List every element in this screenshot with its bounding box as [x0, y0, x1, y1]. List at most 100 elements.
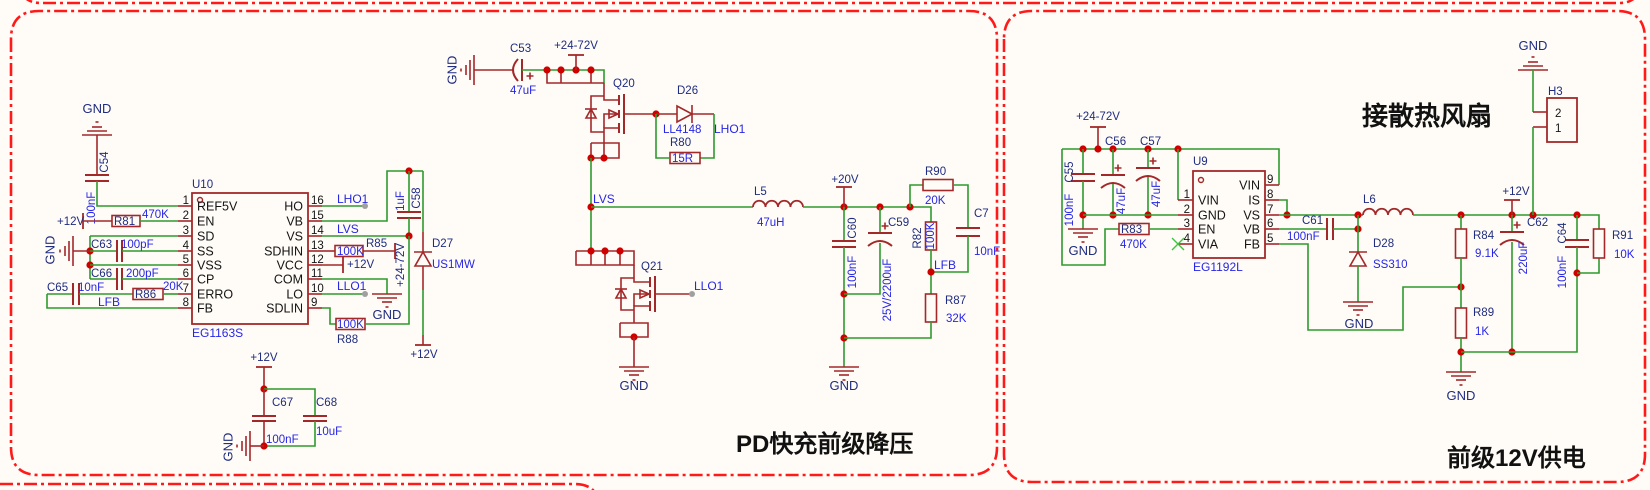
parts-r87-value-label: 32K: [946, 313, 967, 325]
net-label-lho1: LHO1: [337, 192, 369, 206]
net-label-lfb: LFB: [98, 295, 120, 309]
parts-d27-ref-label: D27: [432, 238, 453, 250]
gnd-label: GND: [1069, 243, 1098, 258]
resistor-r91: [1592, 228, 1606, 259]
mosfet-lead: [633, 265, 650, 283]
wire: [322, 307, 336, 325]
u10-pin-name: VCC: [277, 259, 303, 273]
u9-part-number: EG1192L: [1193, 260, 1243, 274]
u9-pin-number: 8: [1267, 189, 1273, 201]
parts-d28-ref-label: D28: [1373, 238, 1394, 250]
parts-c56-ref-label: C56: [1105, 136, 1126, 148]
parts-d28-value-label: SS310: [1373, 259, 1408, 271]
parts-c57-value-label: 47uF: [1151, 181, 1163, 207]
u10-pin-name: EN: [197, 215, 214, 229]
parts-c61-ref-label: C61: [1302, 215, 1323, 227]
parts-c58-value-label: 1uF: [395, 191, 407, 211]
u10-pin-name: SDHIN: [264, 245, 303, 259]
u9-pin-number: 3: [1184, 218, 1190, 230]
u10-pin-number: 14: [311, 225, 324, 237]
wire: [322, 278, 388, 294]
inductor-l5: [752, 199, 804, 208]
u10-pin-name: LO: [286, 288, 303, 302]
pin1-marker-icon: [196, 196, 204, 204]
u10-pin-number: 11: [311, 268, 323, 280]
resistor-r90: [922, 178, 954, 192]
v12-label: +12V: [1502, 186, 1530, 198]
net-label-lvs: LVS: [593, 192, 615, 206]
diode-d27: [413, 250, 433, 267]
parts-l5-ref-label: L5: [754, 186, 767, 198]
v12-label: +12V: [250, 352, 278, 364]
capacitor-c54: [85, 174, 109, 182]
u10-pin-name: SS: [197, 245, 214, 259]
parts-r86-ref-label: R86: [135, 289, 156, 301]
u10-pin-number: 7: [183, 283, 189, 295]
parts-c62-ref-label: C62: [1527, 217, 1548, 229]
section-title-12v-supply: 前级12V供电: [1447, 444, 1586, 472]
u10-pin-number: 2: [183, 210, 189, 222]
gnd-label: GND: [1519, 38, 1548, 53]
parts-h3-ref-label: H3: [1548, 86, 1563, 98]
parts-r86-value-label: 20K: [163, 281, 184, 293]
net-port-dot: [689, 291, 695, 297]
capacitor-curved-plate: [1100, 182, 1126, 189]
capacitor-c58: [397, 211, 421, 219]
u9-pin-name: FB: [1244, 238, 1260, 252]
parts-c60-value-label: 100nF: [847, 256, 859, 289]
junction-dot: [557, 66, 565, 74]
gnd-label: GND: [83, 101, 112, 116]
gnd-label: GND: [620, 378, 649, 393]
parts-c57-ref-label: C57: [1140, 136, 1161, 148]
junction-dot: [600, 154, 608, 162]
wire: [322, 170, 423, 222]
parts-l5-value-label: 47uH: [757, 217, 785, 229]
parts-c53-ref-label: C53: [510, 43, 531, 55]
u10-pin-name: VB: [286, 215, 303, 229]
mosfet-arrow: [639, 288, 651, 300]
v12-label: +12V: [347, 259, 375, 271]
v12-label: +12V: [57, 216, 85, 228]
v24-72-label: +24-72V: [554, 40, 598, 52]
mosfet-lead: [603, 83, 619, 101]
parts-r84-value-label: 9.1K: [1475, 248, 1499, 260]
u10-pin-number: 3: [183, 225, 189, 237]
parts-c55-value-label: 100nF: [1064, 194, 1076, 227]
section-title-pd-buck: PD快充前级降压: [736, 430, 913, 458]
capacitor-c60: [832, 240, 856, 248]
junction-dot: [543, 66, 551, 74]
parts-c55-ref-label: C55: [1064, 161, 1076, 182]
parts-q21-ref-label: Q21: [641, 261, 663, 273]
mosfet-q20: [584, 83, 656, 143]
section-title-fan: 接散热风扇: [1362, 101, 1492, 131]
ground-icon: [1068, 228, 1098, 243]
parts-r80-value-label: 15R: [672, 153, 693, 165]
u10-pin-name: REF5V: [197, 200, 238, 214]
net-label-lvs: LVS: [337, 222, 359, 236]
parts-c53-value-label: 47uF: [510, 85, 536, 97]
wire: [1461, 273, 1578, 353]
u10-pin-name: VS: [286, 230, 303, 244]
parts-c68-ref-label: C68: [316, 397, 337, 409]
parts-c65-value-label: 10nF: [78, 282, 104, 294]
panel-border-above: [25, 0, 1635, 5]
junction-dot: [601, 247, 609, 255]
parts-r88-value-label: 100K: [337, 319, 364, 331]
parts-r90-ref-label: R90: [925, 166, 946, 178]
mosfet-lead: [590, 95, 604, 133]
wire: [844, 322, 932, 339]
wire: [365, 236, 410, 325]
panel-border-12v-supply: [1002, 9, 1647, 484]
parts-c63-value-label: 100pF: [121, 239, 154, 251]
diode-triangle: [1348, 250, 1368, 267]
ground-icon: [82, 121, 112, 136]
wire: [844, 243, 881, 295]
wire: [1061, 149, 1119, 266]
parts-c58-ref-label: C58: [411, 187, 423, 208]
net-label-lfb: LFB: [934, 258, 956, 272]
v24-72-label: +24-72V: [1076, 111, 1120, 123]
polarity-plus-icon: [1149, 157, 1157, 165]
body-diode-triangle: [614, 287, 628, 299]
gnd-label: GND: [43, 236, 58, 265]
parts-c64-ref-label: C64: [1557, 222, 1569, 244]
